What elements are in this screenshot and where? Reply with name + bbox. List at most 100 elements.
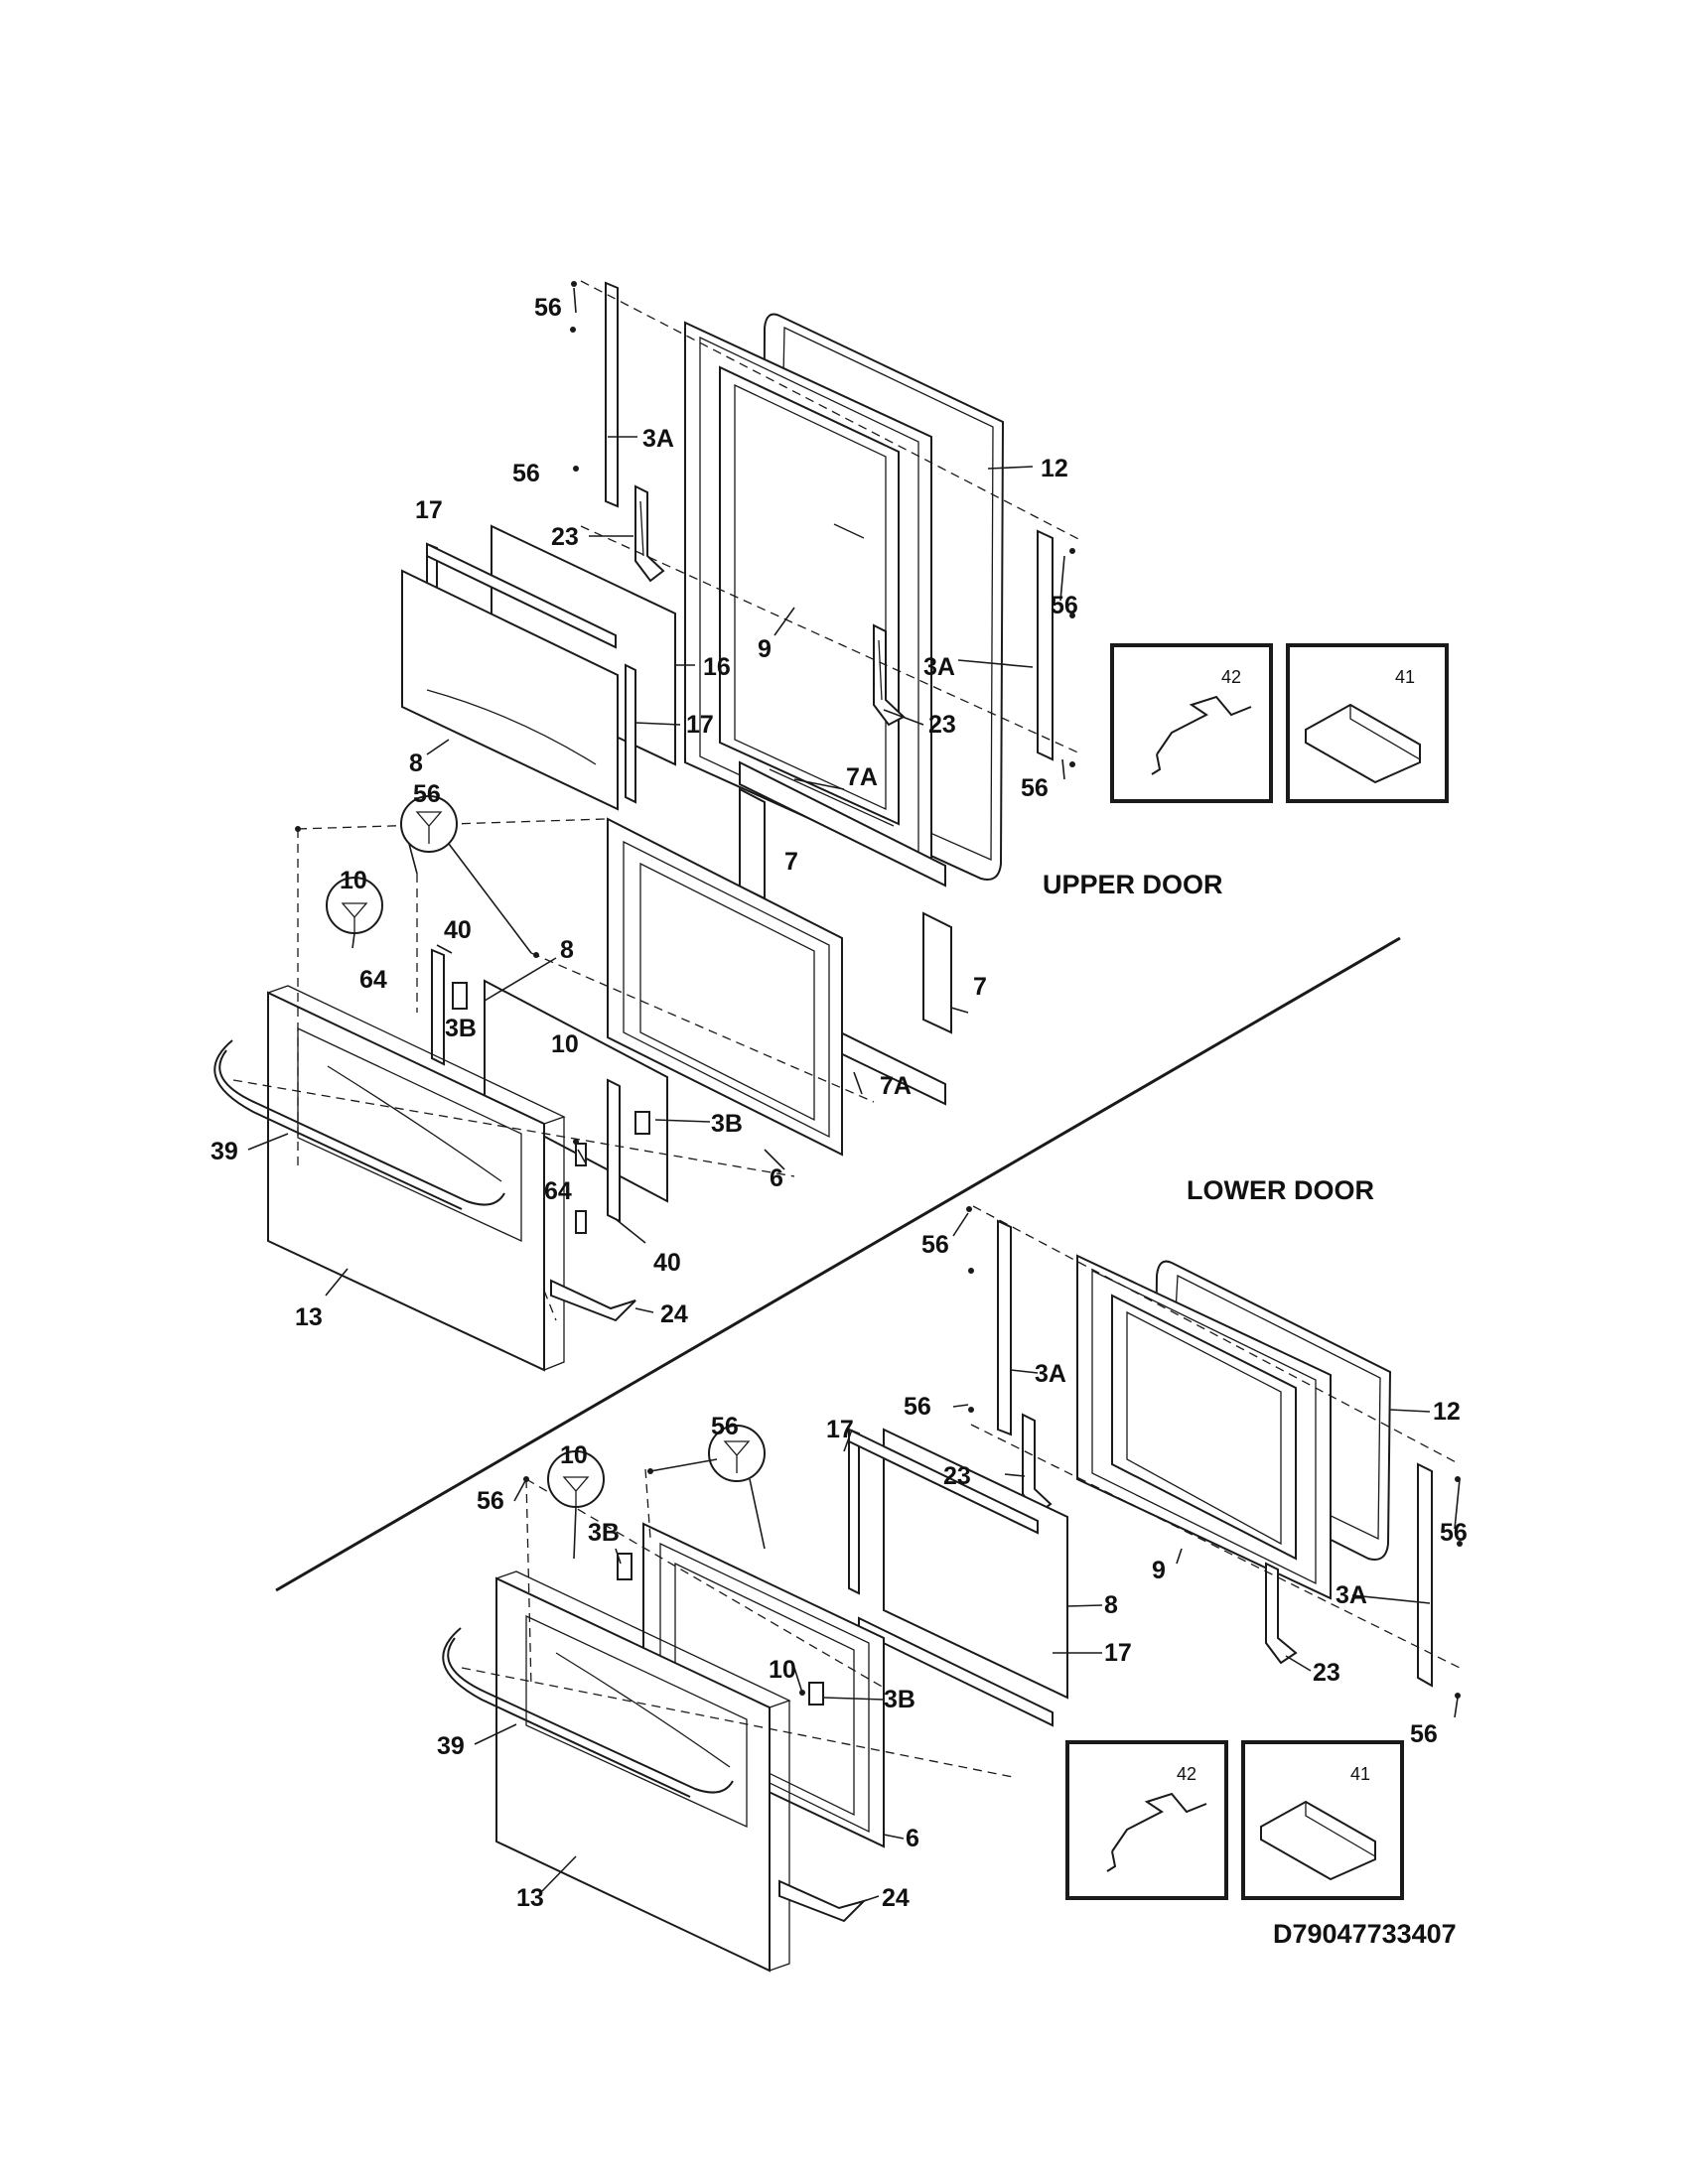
callout-7A: 7A (846, 763, 878, 791)
callout-3A: 3A (642, 425, 674, 453)
section-divider (275, 936, 1401, 1592)
part-3A-hinge-channel-right (1417, 1462, 1433, 1688)
part-3B-clips (452, 982, 650, 1135)
callout-9: 9 (1152, 1557, 1166, 1584)
upper-door-assembly (213, 280, 1083, 1372)
callout-23: 23 (943, 1462, 971, 1490)
callout-24: 24 (660, 1300, 688, 1328)
lower-callout-leaders (474, 1212, 1461, 1902)
diagram-id: D79047733407 (1273, 1919, 1457, 1949)
callout-56: 56 (711, 1413, 739, 1440)
callout-40: 40 (444, 916, 472, 944)
fastener-detail-10-lower (547, 1450, 605, 1560)
part-3A-hinge-channel-left (997, 1219, 1012, 1436)
callout-12: 12 (1433, 1398, 1461, 1426)
lower-callouts: 56 3A 56 12 17 56 10 23 56 3B 56 9 3A 8 … (437, 1231, 1468, 1912)
callout-3B: 3B (711, 1110, 743, 1138)
callout-7: 7 (784, 848, 798, 876)
part-3A-hinge-channel-right (1037, 529, 1054, 761)
part-40-glass-support (431, 948, 621, 1223)
callout-10: 10 (340, 867, 367, 894)
part-64-spacers (575, 1143, 587, 1234)
callout-64: 64 (544, 1177, 572, 1205)
callout-39: 39 (437, 1732, 465, 1760)
inset-42-label-lower: 42 (1177, 1764, 1196, 1784)
callout-24: 24 (882, 1884, 910, 1912)
part-39-door-handle (442, 1627, 734, 1798)
part-7A-insulation-strip-top (739, 760, 946, 887)
fastener-detail-10-upper (326, 877, 383, 949)
callout-8: 8 (1104, 1591, 1118, 1619)
upper-callout-leaders (247, 287, 1065, 1313)
callout-8: 8 (560, 936, 574, 964)
callout-7: 7 (973, 973, 987, 1001)
callout-23: 23 (551, 523, 579, 551)
callout-7A: 7A (880, 1072, 912, 1100)
callout-3A: 3A (923, 653, 955, 681)
callout-17: 17 (826, 1416, 854, 1443)
inset-part-42-lower: 42 (1065, 1740, 1228, 1900)
callout-40: 40 (653, 1249, 681, 1277)
callout-10: 10 (769, 1656, 796, 1684)
part-23-hinge-left (1022, 1413, 1053, 1516)
callout-56: 56 (1410, 1720, 1438, 1748)
part-7-insulation-right (922, 911, 952, 1034)
callout-3A: 3A (1035, 1360, 1066, 1388)
callout-3B: 3B (884, 1686, 915, 1713)
inset-part-42-upper: 42 (1110, 643, 1273, 803)
lower-fasteners (523, 1206, 1463, 1699)
callout-56: 56 (512, 460, 540, 487)
part-17-glass-retainers (848, 1428, 1054, 1727)
part-7-insulation-upper (739, 787, 766, 900)
callout-10: 10 (551, 1030, 579, 1058)
inset-41-label: 41 (1395, 667, 1415, 687)
callout-39: 39 (211, 1138, 238, 1165)
callout-56: 56 (904, 1393, 931, 1421)
inset-part-41-upper: 41 (1286, 643, 1449, 803)
part-3B-clips (617, 1553, 824, 1706)
part-3A-hinge-channel-left (605, 281, 619, 508)
callout-13: 13 (295, 1303, 323, 1331)
part-8-glass (883, 1428, 1068, 1700)
part-6-door-liner (607, 817, 843, 1157)
part-24-door-bracket (550, 1279, 636, 1322)
part-23-hinge-right (1265, 1562, 1298, 1665)
inset-41-label-lower: 41 (1350, 1764, 1370, 1784)
upper-assembly-lines (232, 280, 1083, 1321)
inset-part-41-lower: 41 (1241, 1740, 1404, 1900)
lower-door-title: LOWER DOOR (1187, 1175, 1374, 1205)
part-13-outer-door-panel (495, 1570, 791, 1973)
callout-23: 23 (1313, 1659, 1340, 1687)
part-9-inner-door (1076, 1254, 1332, 1600)
callout-23: 23 (928, 711, 956, 739)
callout-13: 13 (516, 1884, 544, 1912)
callout-56: 56 (534, 294, 562, 322)
callout-6: 6 (770, 1164, 783, 1192)
callout-56: 56 (921, 1231, 949, 1259)
callout-3B: 3B (445, 1015, 477, 1042)
callout-10: 10 (560, 1441, 588, 1469)
part-8-glass (401, 569, 619, 811)
callout-8: 8 (409, 750, 423, 777)
upper-door-title: UPPER DOOR (1043, 870, 1223, 899)
callout-12: 12 (1041, 455, 1068, 482)
callout-6: 6 (906, 1825, 919, 1852)
upper-fasteners (295, 281, 1075, 1145)
callout-9: 9 (758, 635, 772, 663)
fastener-detail-56-lower (649, 1425, 766, 1550)
callout-56: 56 (1440, 1519, 1468, 1547)
inset-42-label: 42 (1221, 667, 1241, 687)
callout-3B: 3B (588, 1519, 620, 1547)
part-24-door-bracket (778, 1879, 868, 1923)
callout-16: 16 (703, 653, 731, 681)
part-23-hinge-left (634, 484, 665, 583)
callout-17: 17 (1104, 1639, 1132, 1667)
callout-64: 64 (359, 966, 387, 994)
part-9-inner-door (684, 321, 932, 876)
callout-56: 56 (413, 780, 441, 808)
part-39-door-handle (213, 1039, 505, 1210)
lower-door-assembly (442, 1205, 1463, 1973)
callout-56: 56 (1021, 774, 1049, 802)
callout-17: 17 (686, 711, 714, 739)
